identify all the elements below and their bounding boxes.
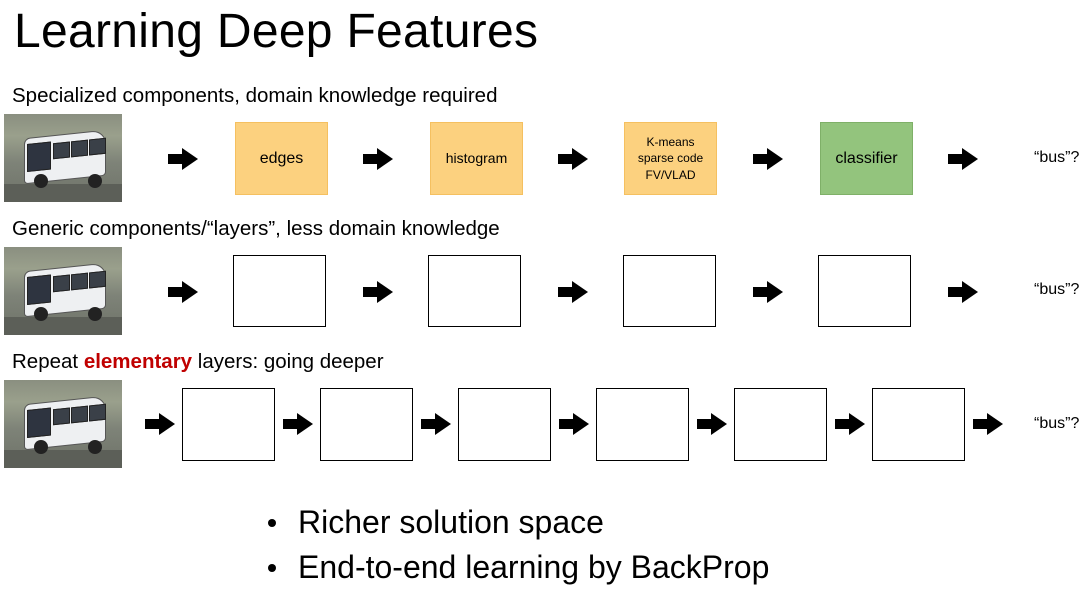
box-label: edges — [259, 149, 304, 167]
layer-box — [182, 388, 275, 461]
arrow-icon — [168, 281, 198, 303]
layer-box — [233, 255, 326, 327]
box-label: K-means sparse code FV/VLAD — [637, 135, 704, 182]
bus-image — [4, 380, 122, 468]
layer-box — [428, 255, 521, 327]
arrow-icon — [559, 413, 589, 435]
layer-box — [623, 255, 716, 327]
arrow-icon — [948, 281, 978, 303]
arrow-icon — [753, 281, 783, 303]
list-item: End-to-end learning by BackProp — [268, 545, 769, 590]
arrow-icon — [835, 413, 865, 435]
bullet-text: Richer solution space — [298, 504, 604, 540]
output-label: “bus”? — [1034, 281, 1080, 298]
arrow-icon — [697, 413, 727, 435]
highlight-text: elementary — [83, 350, 193, 373]
bus-image — [4, 247, 122, 335]
layer-box — [458, 388, 551, 461]
layer-box — [818, 255, 911, 327]
histogram-box: histogram — [430, 122, 523, 195]
box-label: classifier — [835, 149, 898, 167]
arrow-icon — [145, 413, 175, 435]
layer-box — [596, 388, 689, 461]
kmeans-box: K-means sparse code FV/VLAD — [624, 122, 717, 195]
arrow-icon — [558, 281, 588, 303]
arrow-icon — [363, 148, 393, 170]
box-label: histogram — [445, 150, 508, 167]
heading-text: Repeat — [12, 350, 84, 373]
arrow-icon — [558, 148, 588, 170]
arrow-icon — [363, 281, 393, 303]
slide-title: Learning Deep Features — [14, 5, 539, 58]
bullet-icon — [268, 563, 276, 572]
arrow-icon — [421, 413, 451, 435]
output-label: “bus”? — [1034, 415, 1080, 432]
classifier-box: classifier — [820, 122, 913, 195]
bullet-list: Richer solution space End-to-end learnin… — [268, 500, 769, 590]
arrow-icon — [973, 413, 1003, 435]
arrow-icon — [283, 413, 313, 435]
edges-box: edges — [235, 122, 328, 195]
heading-text: layers: going deeper — [192, 350, 384, 373]
bullet-text: End-to-end learning by BackProp — [298, 549, 770, 585]
bus-image — [4, 114, 122, 202]
layer-box — [734, 388, 827, 461]
row3-heading: Repeat elementary layers: going deeper — [12, 350, 384, 374]
bullet-icon — [268, 518, 276, 527]
row1-heading: Specialized components, domain knowledge… — [12, 84, 498, 107]
arrow-icon — [753, 148, 783, 170]
arrow-icon — [948, 148, 978, 170]
list-item: Richer solution space — [268, 500, 769, 545]
layer-box — [320, 388, 413, 461]
layer-box — [872, 388, 965, 461]
output-label: “bus”? — [1034, 149, 1080, 166]
arrow-icon — [168, 148, 198, 170]
row2-heading: Generic components/“layers”, less domain… — [12, 217, 500, 240]
